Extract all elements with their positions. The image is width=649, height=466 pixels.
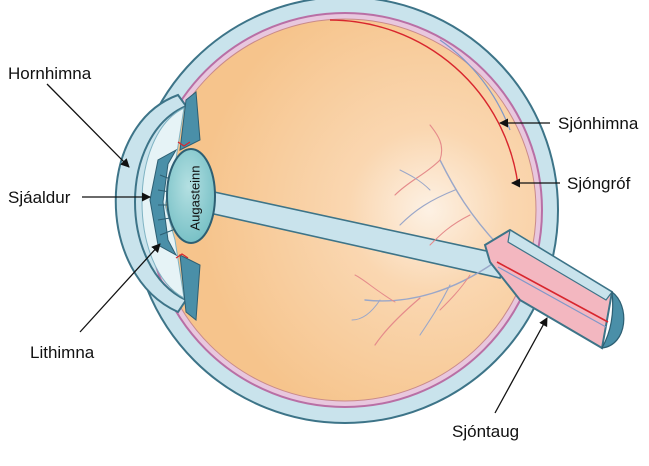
lens bbox=[166, 148, 216, 244]
retinal-vessels-lower bbox=[351, 261, 496, 346]
central-retinal-vein bbox=[497, 266, 607, 328]
iris-arrow bbox=[79, 243, 161, 333]
pupil-label: Sjáaldur bbox=[8, 188, 71, 207]
optic-nerve-label: Sjóntaug bbox=[452, 422, 519, 441]
central-retinal-artery bbox=[496, 261, 609, 323]
callout-arrows bbox=[46, 83, 560, 414]
retinal-artery-line bbox=[329, 19, 519, 186]
optic-nerve-end bbox=[600, 290, 625, 349]
ciliary-vessels bbox=[175, 141, 191, 259]
optic-nerve-arrow bbox=[494, 317, 548, 414]
lens-label: Augasteinn bbox=[187, 165, 202, 230]
cornea-label: Hornhimna bbox=[8, 64, 92, 83]
cornea bbox=[114, 93, 188, 314]
retinal-vessels-upper bbox=[394, 124, 499, 246]
ciliary-body-top bbox=[179, 91, 201, 151]
ciliary-body-bottom bbox=[179, 254, 201, 321]
cornea-arrow bbox=[46, 83, 130, 168]
fovea-label: Sjóngróf bbox=[567, 174, 631, 193]
retina-label: Sjónhimna bbox=[558, 114, 639, 133]
iris bbox=[149, 148, 178, 257]
iris-label: Lithimna bbox=[30, 343, 95, 362]
optic-nerve-sheath bbox=[507, 229, 613, 301]
